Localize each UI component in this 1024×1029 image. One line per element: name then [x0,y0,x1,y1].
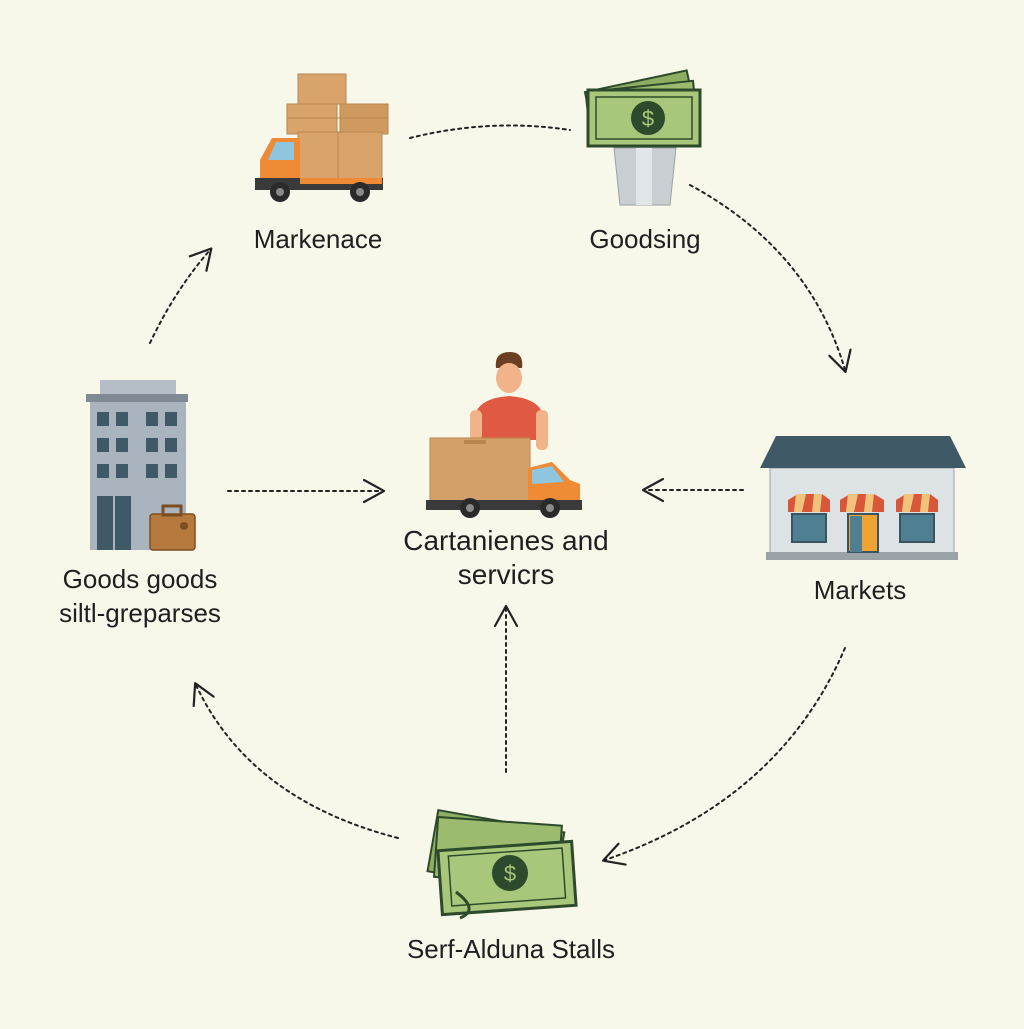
node-label-goodsing: Goodsing [589,224,701,254]
node-label-markets: Markets [813,575,907,605]
node-label-marketplace: Markenace [253,224,383,254]
edge-markets-stalls [602,647,846,866]
edge-stalls-goods-enterprises [192,682,399,839]
edge-goods-enterprises-marketplace [149,247,213,344]
node-label-goods-enterprises: Goods goods siltl-greparses [25,562,255,630]
office-building-icon [86,380,196,551]
cash-stack-bin-icon: $ [583,69,702,206]
cash-bills-icon: $ [426,808,578,920]
svg-text:$: $ [504,861,516,886]
node-label-center-line1: Cartanienes and [403,525,609,556]
node-label-stalls: Serf-Alduna Stalls [406,934,616,964]
delivery-truck-boxes-icon [255,73,389,202]
node-label-center-line2: servicrs [457,559,555,590]
storefront-icon [760,436,966,560]
edge-goodsing-markets [689,184,852,374]
node-label-goods-enterprises-line1: Goods goods [62,564,218,594]
node-label-goods-enterprises-line2: siltl-greparses [59,598,221,628]
node-label-center: Cartanienes and servicrs [381,524,631,592]
delivery-worker-icon [426,352,582,518]
edge-marketplace-goodsing [409,124,571,139]
svg-text:$: $ [642,106,654,131]
